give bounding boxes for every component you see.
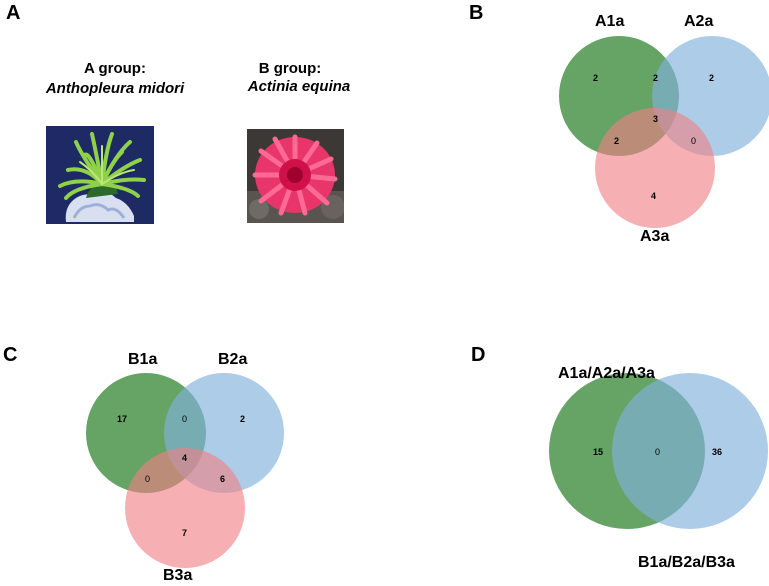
green-sea-anemone-photo [46, 126, 154, 224]
venn-b-count-a2a-only: 2 [709, 73, 714, 83]
venn-d-set-label-b: B1a/B2a/B3a [638, 554, 735, 571]
venn-d-count-b-only: 36 [712, 447, 722, 457]
venn-b-set-label-a1a: A1a [595, 13, 624, 30]
venn-c-count-b1a-b2a: 0 [182, 414, 187, 424]
venn-b-circle-a3a [595, 108, 715, 228]
venn-c-set-label-b2a: B2a [218, 351, 247, 368]
venn-b-count-a1a-a3a: 2 [614, 136, 619, 146]
venn-b-set-label-a3a: A3a [640, 228, 669, 245]
venn-b-set-label-a2a: A2a [684, 13, 713, 30]
venn-c-count-b2a-b3a: 6 [220, 474, 225, 484]
panel-letter-a: A [6, 2, 21, 24]
venn-b-count-a1a-only: 2 [593, 73, 598, 83]
venn-c-count-b1a-only: 17 [117, 414, 127, 424]
group-a-label: A group: [84, 60, 146, 77]
red-sea-anemone-photo [247, 129, 344, 223]
venn-c-count-b3a-only: 7 [182, 528, 187, 538]
venn-b-count-a3a-only: 4 [651, 191, 656, 201]
panel-letter-d: D [471, 344, 486, 366]
venn-c-circle-b3a [125, 448, 245, 568]
venn-c-count-all: 4 [182, 453, 187, 463]
venn-d-circle-b [612, 373, 768, 529]
panel-letter-b: B [469, 2, 484, 24]
venn-b-count-all: 3 [653, 114, 658, 124]
venn-c-count-b1a-b3a: 0 [145, 474, 150, 484]
group-a-species: Anthopleura midori [45, 80, 185, 97]
venn-c-set-label-b1a: B1a [128, 351, 157, 368]
venn-d-count-overlap: 0 [655, 447, 660, 457]
venn-d-count-a-only: 15 [593, 447, 603, 457]
panel-letter-c: C [3, 344, 18, 366]
venn-b-count-a1a-a2a: 2 [653, 73, 658, 83]
venn-c-count-b2a-only: 2 [240, 414, 245, 424]
venn-c-set-label-b3a: B3a [163, 567, 192, 584]
group-b-species: Actinia equina [247, 78, 351, 95]
venn-b-count-a2a-a3a: 0 [691, 136, 696, 146]
venn-d-set-label-a: A1a/A2a/A3a [558, 365, 655, 382]
group-b-label: B group: [258, 60, 322, 77]
